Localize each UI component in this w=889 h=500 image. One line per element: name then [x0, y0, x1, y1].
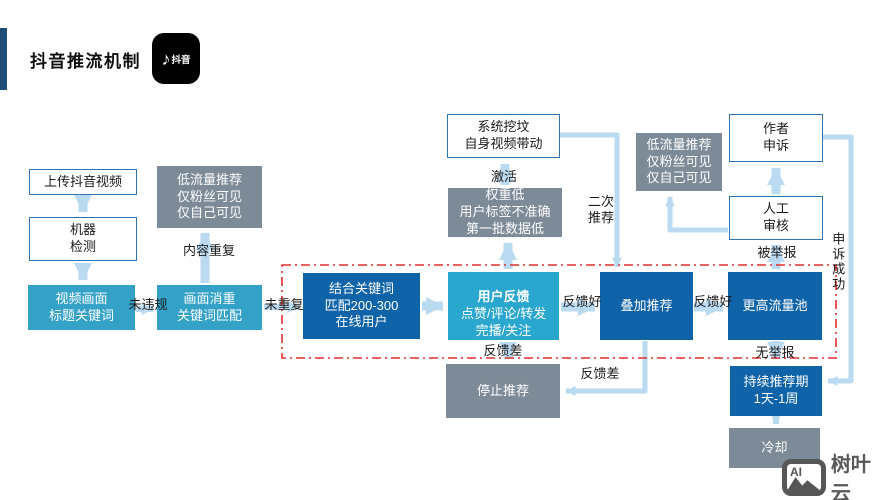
arrow-systemdig-to-stack [560, 132, 622, 268]
label-appeal-success: 申诉成功 [830, 232, 846, 292]
label-feedback-good-1: 反馈好 [562, 294, 602, 309]
user-feedback-detail: 点赞/评论/转发 完播/关注 [460, 306, 547, 338]
label-reported: 被举报 [757, 245, 797, 260]
node-machine-check: 机器 检测 [29, 217, 137, 261]
node-user-feedback: 用户反馈点赞/评论/转发 完播/关注 [448, 272, 559, 340]
label-not-violating: 未违规 [128, 297, 168, 312]
watermark-brand: 树叶云 [830, 454, 871, 500]
node-higher-traffic-pool: 更高流量池 [728, 272, 822, 340]
label-content-duplicate: 内容重复 [182, 243, 235, 258]
douyin-logo-label: 抖音 [171, 54, 191, 66]
node-upload-video: 上传抖音视频 [29, 169, 137, 195]
mountain-icon [787, 476, 821, 491]
node-author-appeal: 作者 申诉 [729, 114, 823, 162]
tiktok-note-icon: ♪ [161, 48, 171, 69]
label-activate: 激活 [490, 169, 517, 184]
title-accent-bar [0, 28, 7, 90]
node-manual-review: 人工 审核 [729, 196, 823, 240]
arrow-appeal-to-sustain [823, 134, 854, 386]
node-stop-recommend: 停止推荐 [446, 364, 560, 418]
node-stack-recommend: 叠加推荐 [600, 272, 693, 340]
node-low-weight: 权重低 用户标签不准确 第一批数据低 [448, 187, 562, 237]
label-second-recommend: 二次 推荐 [587, 194, 614, 226]
label-not-duplicate: 未重复 [264, 297, 304, 312]
ai-image-icon: AI [782, 458, 826, 496]
ai-icon-label: AI [790, 464, 802, 479]
label-feedback-good-2: 反馈好 [693, 294, 733, 309]
douyin-logo: ♪ 抖音 [152, 33, 200, 84]
label-feedback-bad-1: 反馈差 [483, 343, 523, 358]
node-sustain-period: 持续推荐期 1天-1周 [730, 366, 822, 416]
user-feedback-heading: 用户反馈 [477, 289, 530, 305]
node-match-online-users: 结合关键词 匹配200-300 在线用户 [303, 273, 420, 339]
arrow-review-to-lowflow-right [665, 196, 728, 233]
watermark: AI 树叶云 [782, 448, 889, 500]
node-video-frame-keywords: 视频画面 标题关键词 [28, 285, 135, 330]
page-title: 抖音推流机制 [30, 52, 141, 71]
node-low-traffic-left: 低流量推荐 仅粉丝可见 仅自己可见 [157, 166, 262, 228]
label-no-report: 无举报 [755, 345, 795, 360]
node-system-dig: 系统挖坟 自身视频带动 [447, 114, 560, 158]
node-dedup-keyword-match: 画面消重 关键词匹配 [157, 285, 262, 330]
node-low-traffic-right: 低流量推荐 仅粉丝可见 仅自己可见 [636, 133, 722, 191]
label-feedback-bad-2: 反馈差 [580, 366, 620, 381]
